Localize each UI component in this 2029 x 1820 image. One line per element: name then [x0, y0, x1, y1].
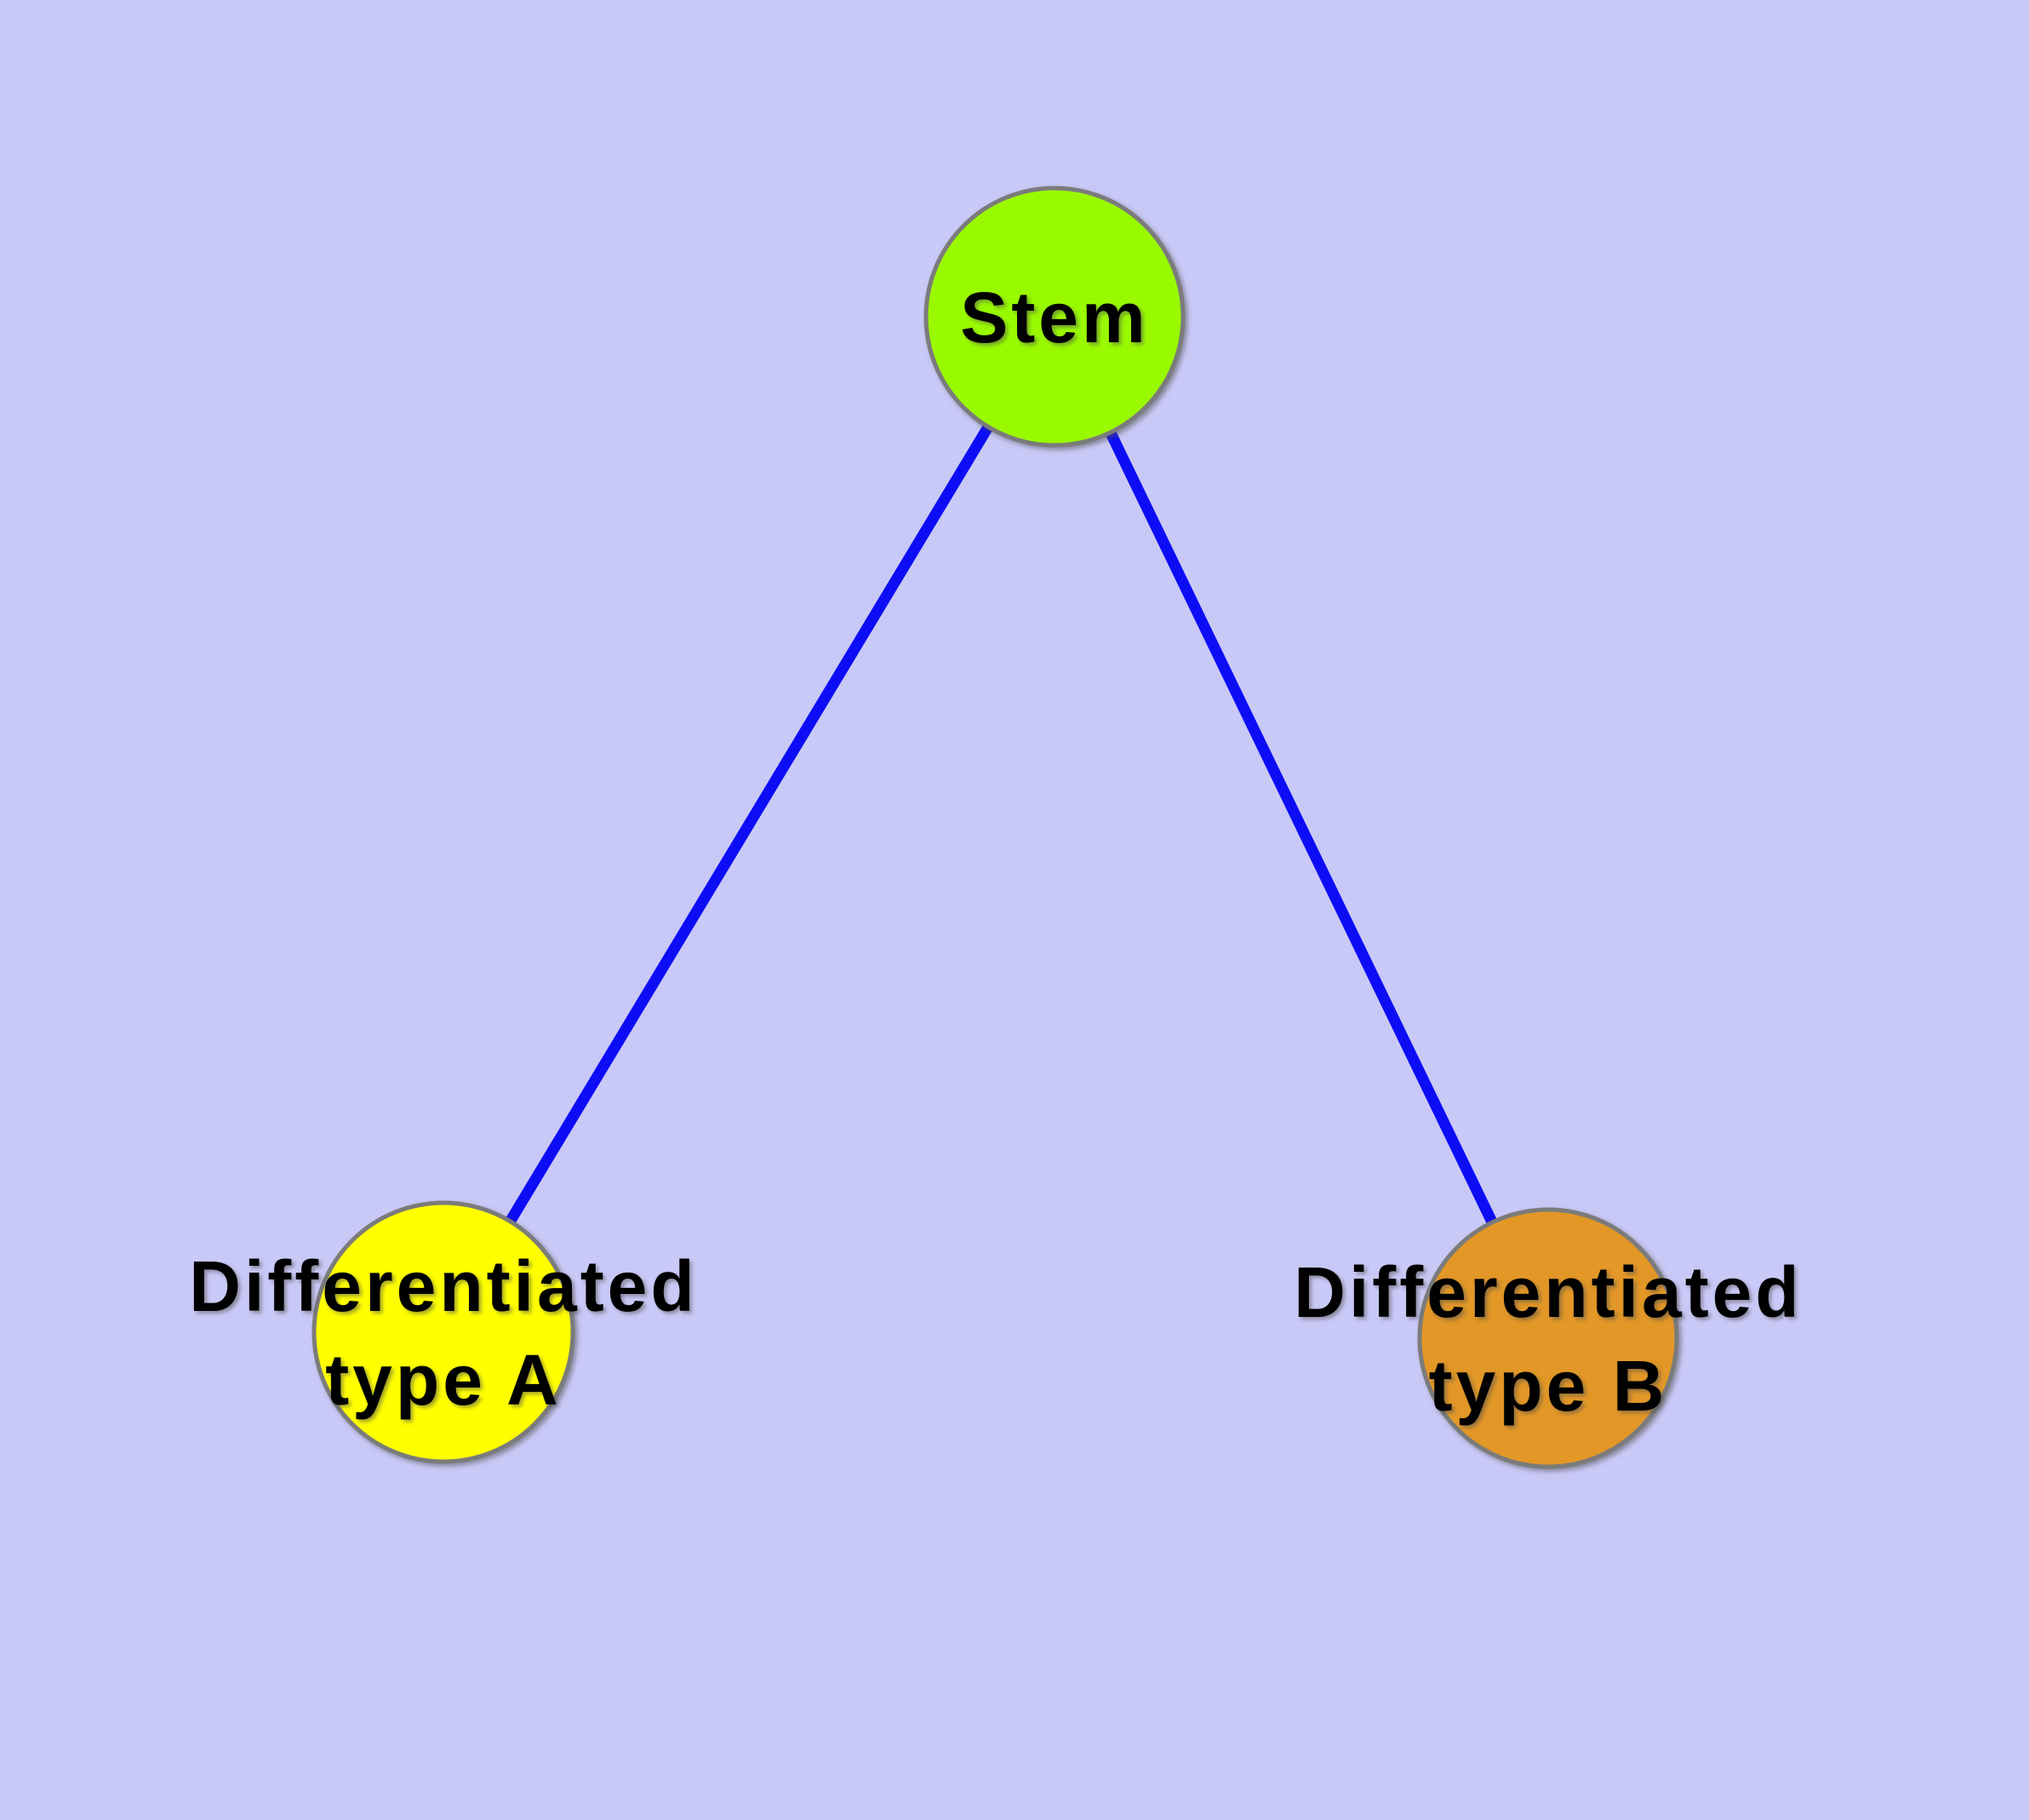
type-a-node[interactable] [311, 1200, 575, 1464]
stem-node[interactable] [923, 186, 1186, 448]
type-b-node-label-line2: type B [1429, 1346, 1668, 1426]
type-b-node-label-line1: Differentiated [1294, 1252, 1802, 1332]
stem-node-label: Stem [960, 278, 1148, 358]
type-b-node[interactable] [1417, 1207, 1679, 1469]
edge-stem-to-type-b[interactable] [1049, 314, 1553, 1341]
edge-stem-to-type-a[interactable] [438, 313, 1060, 1336]
type-a-node-label-line1: Differentiated [189, 1246, 697, 1326]
type-a-node-label-line2: type A [325, 1340, 562, 1420]
